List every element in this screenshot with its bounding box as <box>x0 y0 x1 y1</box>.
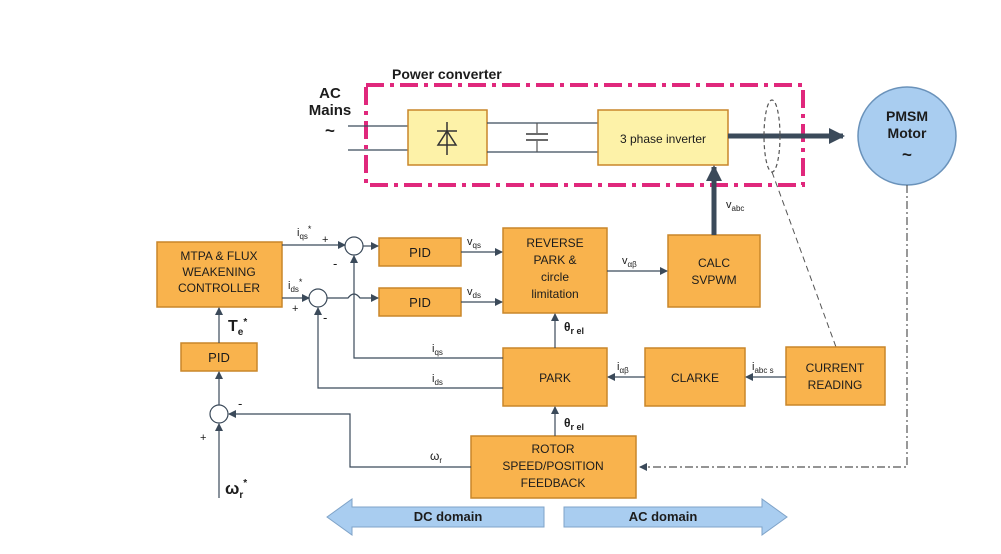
vabc-label: vabc <box>726 199 744 213</box>
sign-q-plus: + <box>322 234 328 246</box>
ac-domain-label: AC domain <box>629 509 698 524</box>
park-block <box>502 347 608 407</box>
omega-feedback-label: ωr <box>430 449 442 465</box>
mtpa-line3: CONTROLLER <box>178 281 260 295</box>
sign-d-plus: + <box>292 303 298 315</box>
ids-ref-label: ids* <box>288 277 303 294</box>
pid-q-block <box>378 237 462 267</box>
motor-position-line <box>639 185 908 471</box>
rotor-feedback-line3: FEEDBACK <box>521 476 586 490</box>
motor-line2: Motor <box>888 125 927 141</box>
d-error-wire <box>327 293 379 302</box>
rotor-feedback-block <box>470 435 637 499</box>
pid-speed-block <box>180 342 258 372</box>
sign-speed-plus: + <box>200 432 206 444</box>
pid-d-block <box>378 287 462 317</box>
sum-junction-q <box>344 236 364 256</box>
current-reading-block <box>785 346 886 406</box>
iqs-ref-label: iqs* <box>297 224 312 241</box>
sensor-to-current-reading <box>771 171 837 348</box>
inverter-label: 3 phase inverter <box>620 132 706 146</box>
current-reading-line2: READING <box>808 378 863 392</box>
sign-q-minus: - <box>333 256 337 271</box>
omega-feedback-wire <box>228 410 471 468</box>
pid-speed-label: PID <box>208 350 230 365</box>
svpwm-block <box>667 234 761 308</box>
iqs-label: iqs <box>432 343 443 357</box>
diode-icon <box>436 122 458 155</box>
iqs-feedback-wire <box>350 255 503 359</box>
omega-ref-label: ωr* <box>225 478 247 501</box>
current-reading-line1: CURRENT <box>806 361 865 375</box>
clarke-block <box>644 347 746 407</box>
park-label: PARK <box>539 371 571 385</box>
clarke-label: CLARKE <box>671 371 719 385</box>
te-ref-label: Te* <box>228 317 247 338</box>
reverse-park-line1: REVERSE <box>526 236 583 250</box>
theta-bottom-label: θr el <box>564 416 584 432</box>
ac-domain-arrow <box>563 498 788 536</box>
power-converter-title: Power converter <box>392 66 502 82</box>
pid-q-label: PID <box>409 245 431 260</box>
vqs-label: vqs <box>467 236 481 250</box>
dc-domain-label: DC domain <box>414 509 483 524</box>
ac-mains-line1: AC <box>319 85 341 102</box>
ialphabeta-label: iαβ <box>617 361 629 375</box>
ac-mains-symbol: ~ <box>325 121 335 140</box>
svpwm-line1: CALC <box>698 256 730 270</box>
sign-d-minus: - <box>323 310 327 325</box>
svpwm-line2: SVPWM <box>691 273 736 287</box>
capacitor-icon <box>526 123 548 152</box>
ids-feedback-wire <box>314 307 503 389</box>
mtpa-line2: WEAKENING <box>182 265 255 279</box>
valphabeta-label: vαβ <box>622 255 637 269</box>
iabc-label: iabc s <box>752 361 774 375</box>
rotor-feedback-line1: ROTOR <box>531 442 574 456</box>
sign-speed-minus: - <box>238 396 242 411</box>
mtpa-line1: MTPA & FLUX <box>180 249 257 263</box>
ac-mains-line2: Mains <box>309 102 352 119</box>
motor-line1: PMSM <box>886 108 928 124</box>
sum-junction-speed <box>209 404 229 424</box>
reverse-park-line2: PARK & <box>533 253 576 267</box>
rotor-feedback-line2: SPEED/POSITION <box>502 459 603 473</box>
vds-label: vds <box>467 286 481 300</box>
pid-d-label: PID <box>409 295 431 310</box>
theta-top-label: θr el <box>564 320 584 336</box>
reverse-park-line4: limitation <box>531 287 578 301</box>
dc-domain-arrow <box>326 498 545 536</box>
ids-label: ids <box>432 373 443 387</box>
sum-junction-d <box>308 288 328 308</box>
reverse-park-line3: circle <box>541 270 569 284</box>
motor-symbol: ~ <box>902 145 912 164</box>
